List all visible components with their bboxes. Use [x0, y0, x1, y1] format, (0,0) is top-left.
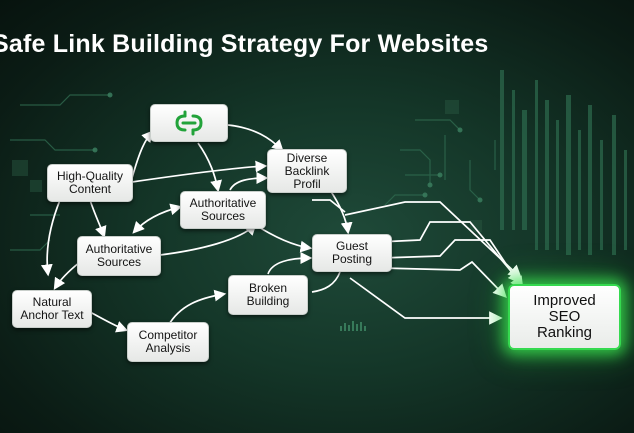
node-label: Authoritative: [189, 196, 257, 210]
arrow-diverse-up: [312, 199, 346, 213]
node-label: Guest: [335, 239, 368, 253]
arrow-auth-top-to-diverse: [229, 172, 269, 191]
node-label: Improved: [533, 292, 596, 309]
node-label: SEO: [548, 308, 581, 325]
arrow-competitor-to-broken: [167, 289, 227, 327]
node-label: Profil: [293, 176, 321, 191]
arrow-content-to-diverse: [131, 160, 268, 183]
arrow-icon-to-diverse: [227, 124, 284, 152]
arrow-natural-to-competitor: [89, 311, 129, 333]
diagram-title: Safe Link Building Strategy For Websites: [0, 30, 489, 58]
node-label: Broken: [248, 281, 287, 295]
node-label: Sources: [200, 209, 245, 223]
node-label: Diverse: [286, 150, 328, 165]
arrow-icon-to-auth-top: [197, 142, 222, 193]
arrow-guest-to-broken: [311, 271, 341, 293]
arrow-to-seo-3: [379, 239, 524, 291]
arrow-to-seo-2: [377, 221, 522, 285]
link-chain-icon: [175, 110, 203, 136]
arrow-to-seo-4: [379, 260, 507, 298]
node-label: Competitor: [138, 328, 198, 342]
arrow-auth-left-to-auth-top: [159, 223, 257, 256]
node-label: Backlink: [284, 163, 330, 178]
node-label: High-Quality: [56, 169, 124, 183]
arrow-auth-top-to-auth-left: [132, 203, 183, 234]
arrow-to-seo-5: [349, 277, 503, 325]
arrow-broken-to-guest: [267, 252, 313, 275]
arrow-content-to-icon: [131, 130, 154, 179]
node-label: Building: [246, 294, 290, 308]
arrow-content-to-natural: [40, 199, 61, 277]
arrow-diverse-to-guest: [329, 189, 353, 235]
arrow-content-to-auth-left: [89, 199, 107, 239]
node-label: Ranking: [536, 324, 593, 341]
node-label: Analysis: [145, 341, 191, 355]
node-label: Authoritative: [85, 242, 153, 256]
node-label: Posting: [331, 252, 373, 266]
node-label: Sources: [96, 255, 141, 269]
node-label: Natural: [32, 295, 72, 309]
node-label: Anchor Text: [20, 308, 84, 322]
node-label: Content: [68, 182, 112, 196]
link-icon-box: [150, 104, 228, 142]
